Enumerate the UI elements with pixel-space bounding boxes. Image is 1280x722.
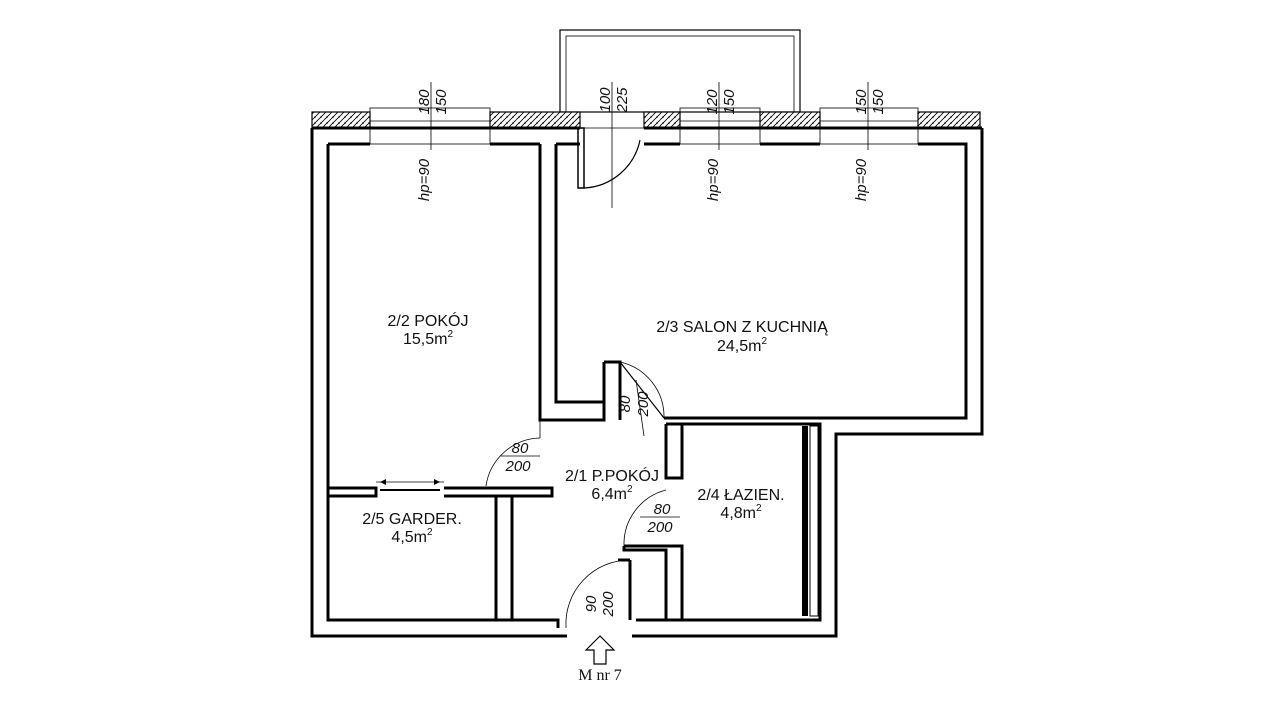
room-name-lazienka: 2/4 ŁAZIEN. [697,487,784,504]
door-dim-entrance: 90 200 [583,591,617,618]
room-name-garderoba: 2/5 GARDER. [362,511,462,528]
entrance-label: M nr 7 [578,667,622,684]
door-lazienka-width: 80 [654,501,671,518]
window-w2-height: 150 [721,89,738,115]
window-dim-w1: 180 150 hp=90 [416,82,450,201]
balcony-door [577,127,641,189]
room-area-garderoba: 4,5m2 [391,527,433,546]
room-area-lazienka: 4,8m2 [720,503,762,522]
door-salon-width: 80 [617,395,634,412]
entrance-arrow-icon [584,635,616,665]
outer-walls [310,126,984,638]
door-dim-lazienka: 80 200 [640,501,680,536]
window-w1-sill: hp=90 [416,158,433,201]
room-name-pokoj: 2/2 POKÓJ [388,311,469,330]
balcony-door-width: 100 [597,87,614,113]
door-swing-pokoj [485,420,541,487]
window-w3-height: 150 [870,89,887,115]
room-area-salon: 24,5m2 [717,336,767,355]
balcony [559,29,801,113]
door-swing-salon [619,361,665,419]
door-swing-lazienka [623,489,667,547]
window-dim-w2: 120 150 hp=90 [704,82,738,201]
door-pokoj-width: 80 [512,440,529,457]
room-name-przedpokoj: 2/1 P.POKÓJ [565,466,659,485]
window-dim-balcony-door: 100 225 [597,82,631,208]
window-w3-width: 150 [853,89,870,115]
door-lazienka-height: 200 [646,519,673,536]
room-area-przedpokoj: 6,4m2 [591,484,633,503]
window-glazing [369,107,919,145]
window-w2-width: 120 [704,89,721,115]
door-salon-height: 200 [635,391,652,418]
window-w3-sill: hp=90 [853,158,870,201]
window-dim-w3: 150 150 hp=90 [853,82,887,201]
door-entrance-height: 200 [600,591,617,618]
door-entrance-width: 90 [583,595,600,612]
room-area-pokoj: 15,5m2 [403,329,453,348]
wardrobe-sliding-door [376,479,444,491]
door-dim-salon: 80 200 [617,379,652,437]
window-w1-height: 150 [433,89,450,115]
door-swing-entrance [565,559,631,629]
window-w1-width: 180 [416,89,433,115]
door-dim-pokoj: 80 200 [500,440,540,475]
balcony-door-height: 225 [614,87,631,114]
door-pokoj-height: 200 [504,458,531,475]
window-w2-sill: hp=90 [705,158,722,201]
room-name-salon: 2/3 SALON Z KUCHNIĄ [656,319,828,336]
bathroom-shaft [802,425,819,617]
interior-walls [328,144,684,620]
